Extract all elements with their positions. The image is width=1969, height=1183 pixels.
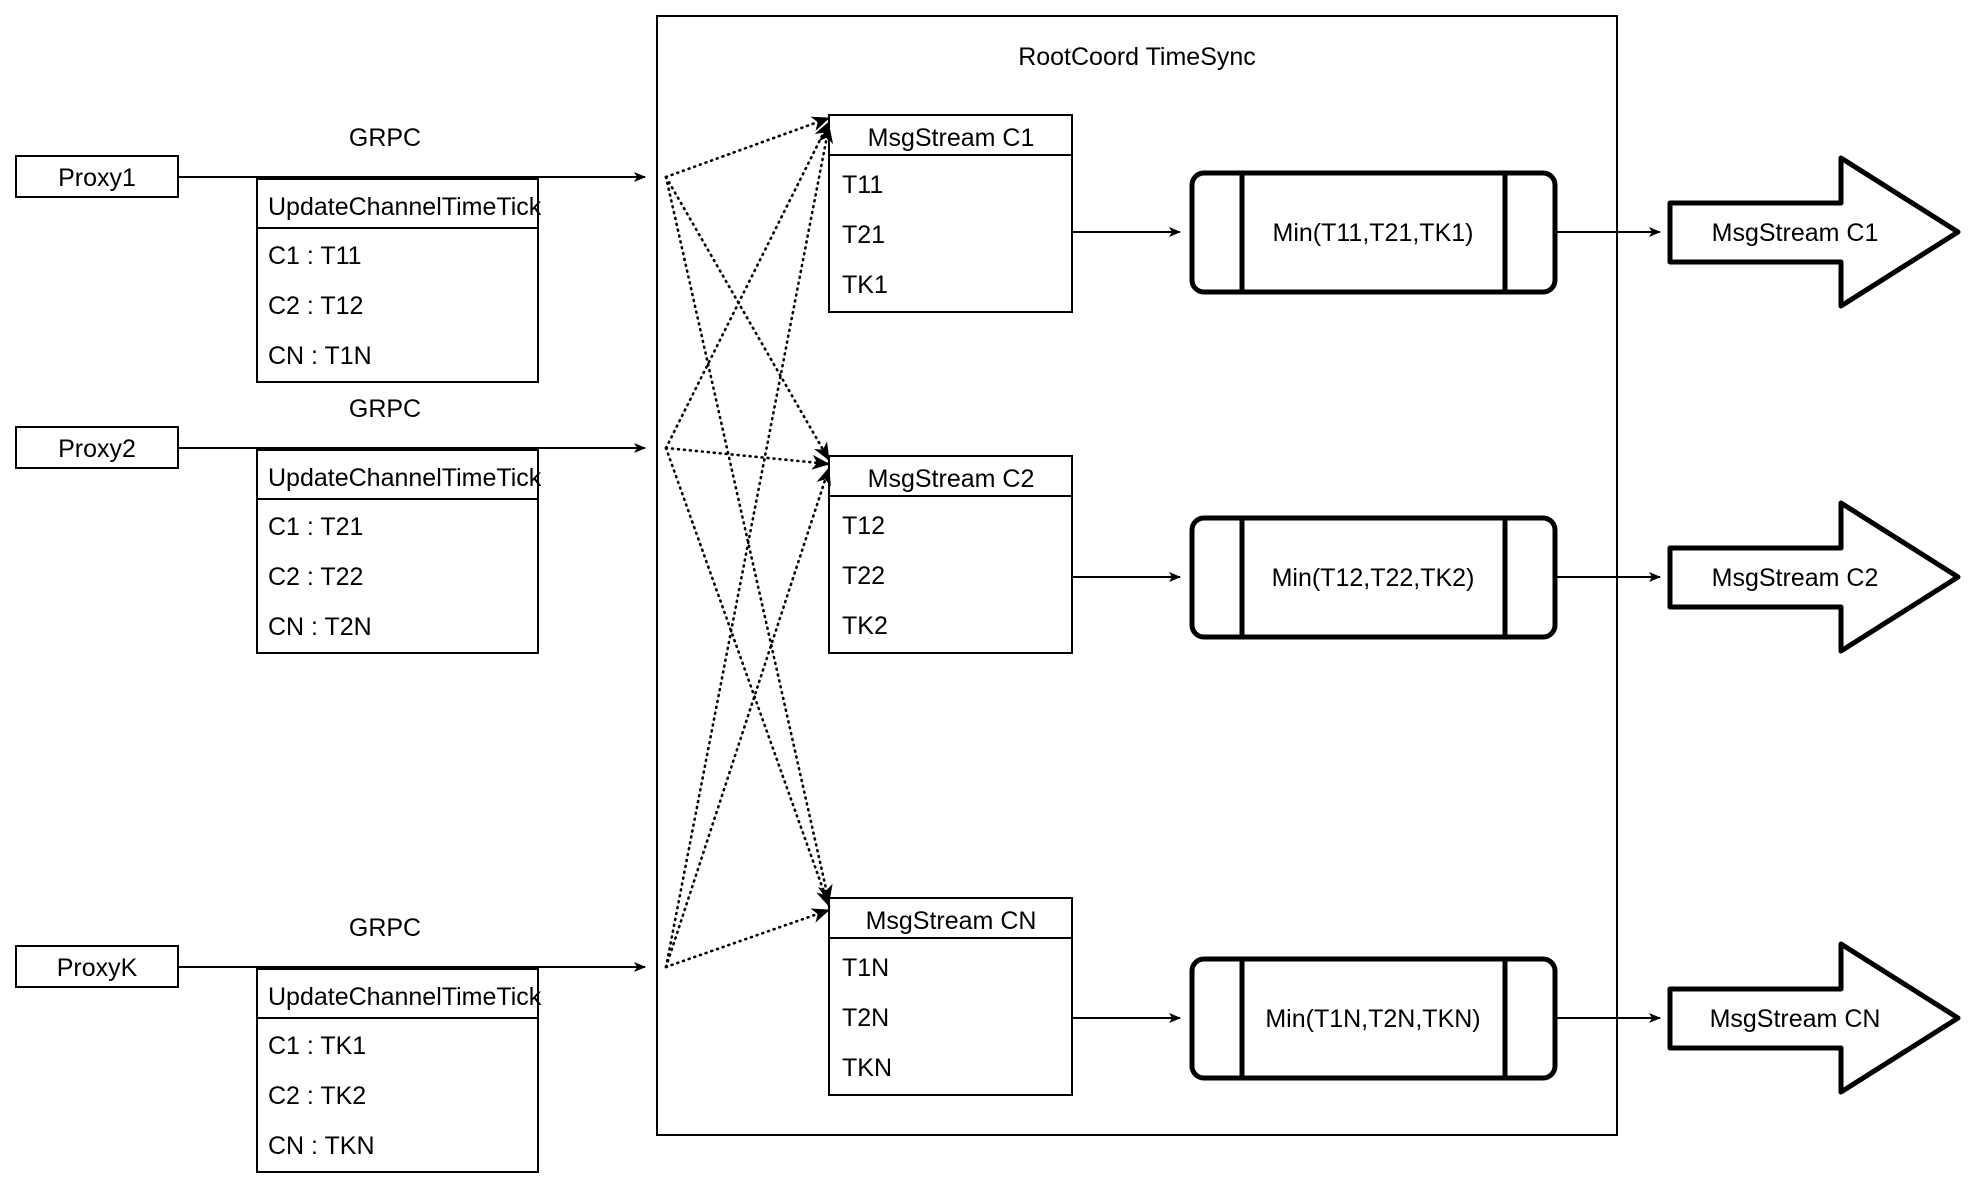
tick-box-entry-3-2: CN : TKN [268,1132,375,1160]
msgstream-entry-2-0: T12 [842,512,885,540]
output-arrow-shape-1 [1667,155,1961,309]
dotted-edge-p1-c2 [664,175,831,462]
dotted-edge-p2-c1 [664,120,831,450]
output-arrow-label-3: MsgStream CN [1710,1005,1881,1033]
update-channel-timetick-box-2 [256,449,539,654]
update-channel-timetick-box-1 [256,178,539,383]
output-arrow-label-1: MsgStream C1 [1712,219,1879,247]
msgstream-entry-3-2: TKN [842,1054,892,1082]
tick-box-entry-1-2: CN : T1N [268,342,372,370]
output-arrow-label-2: MsgStream C2 [1712,564,1879,592]
output-arrow-shape-3 [1667,941,1961,1095]
msgstream-entry-3-1: T2N [842,1004,889,1032]
dotted-edge-p1-cn [664,175,833,904]
msgstream-entry-3-0: T1N [842,954,889,982]
grpc-label-3: GRPC [349,914,421,942]
proxy-box-2 [15,426,179,469]
min-box-label-2: Min(T12,T22,TK2) [1272,564,1475,592]
update-channel-timetick-box-3 [256,968,539,1173]
tick-box-entry-3-0: C1 : TK1 [268,1032,366,1060]
dotted-edge-p1-c1 [664,116,831,179]
tick-box-entry-3-1: C2 : TK2 [268,1082,366,1110]
proxy-box-3 [15,945,179,988]
tick-box-entry-1-1: C2 : T12 [268,292,363,320]
tick-box-header-2: UpdateChannelTimeTick [268,464,542,492]
msgstream-entry-1-1: T21 [842,221,885,249]
msgstream-entry-2-1: T22 [842,562,885,590]
output-arrow-shape-2 [1667,500,1961,654]
dotted-edge-pk-cn [664,908,831,969]
tick-box-entry-2-1: C2 : T22 [268,563,363,591]
proxy-label-3: ProxyK [57,954,138,982]
msgstream-box-1 [828,114,1073,313]
tick-box-entry-2-0: C1 : T21 [268,513,363,541]
tick-box-entry-2-2: CN : T2N [268,613,372,641]
proxy-box-1 [15,155,179,198]
grpc-label-1: GRPC [349,124,421,152]
rootcoord-timesync-title: RootCoord TimeSync [1018,43,1256,71]
msgstream-header-2: MsgStream C2 [868,465,1035,493]
min-box-label-3: Min(T1N,T2N,TKN) [1265,1005,1480,1033]
proxy-label-1: Proxy1 [58,164,136,192]
tick-box-entry-1-0: C1 : T11 [268,242,362,270]
tick-box-header-1: UpdateChannelTimeTick [268,193,542,221]
msgstream-box-3 [828,897,1073,1096]
msgstream-box-2 [828,455,1073,654]
msgstream-header-1: MsgStream C1 [868,124,1035,152]
tick-box-header-3: UpdateChannelTimeTick [268,983,542,1011]
msgstream-header-3: MsgStream CN [866,907,1037,935]
msgstream-entry-1-2: TK1 [842,271,888,299]
min-box-label-1: Min(T11,T21,TK1) [1273,219,1474,247]
grpc-label-2: GRPC [349,395,421,423]
dotted-edge-pk-c1 [664,124,834,969]
msgstream-entry-2-2: TK2 [842,612,888,640]
dotted-edge-pk-c2 [664,466,831,969]
msgstream-entry-1-0: T11 [842,171,883,199]
proxy-label-2: Proxy2 [58,435,136,463]
